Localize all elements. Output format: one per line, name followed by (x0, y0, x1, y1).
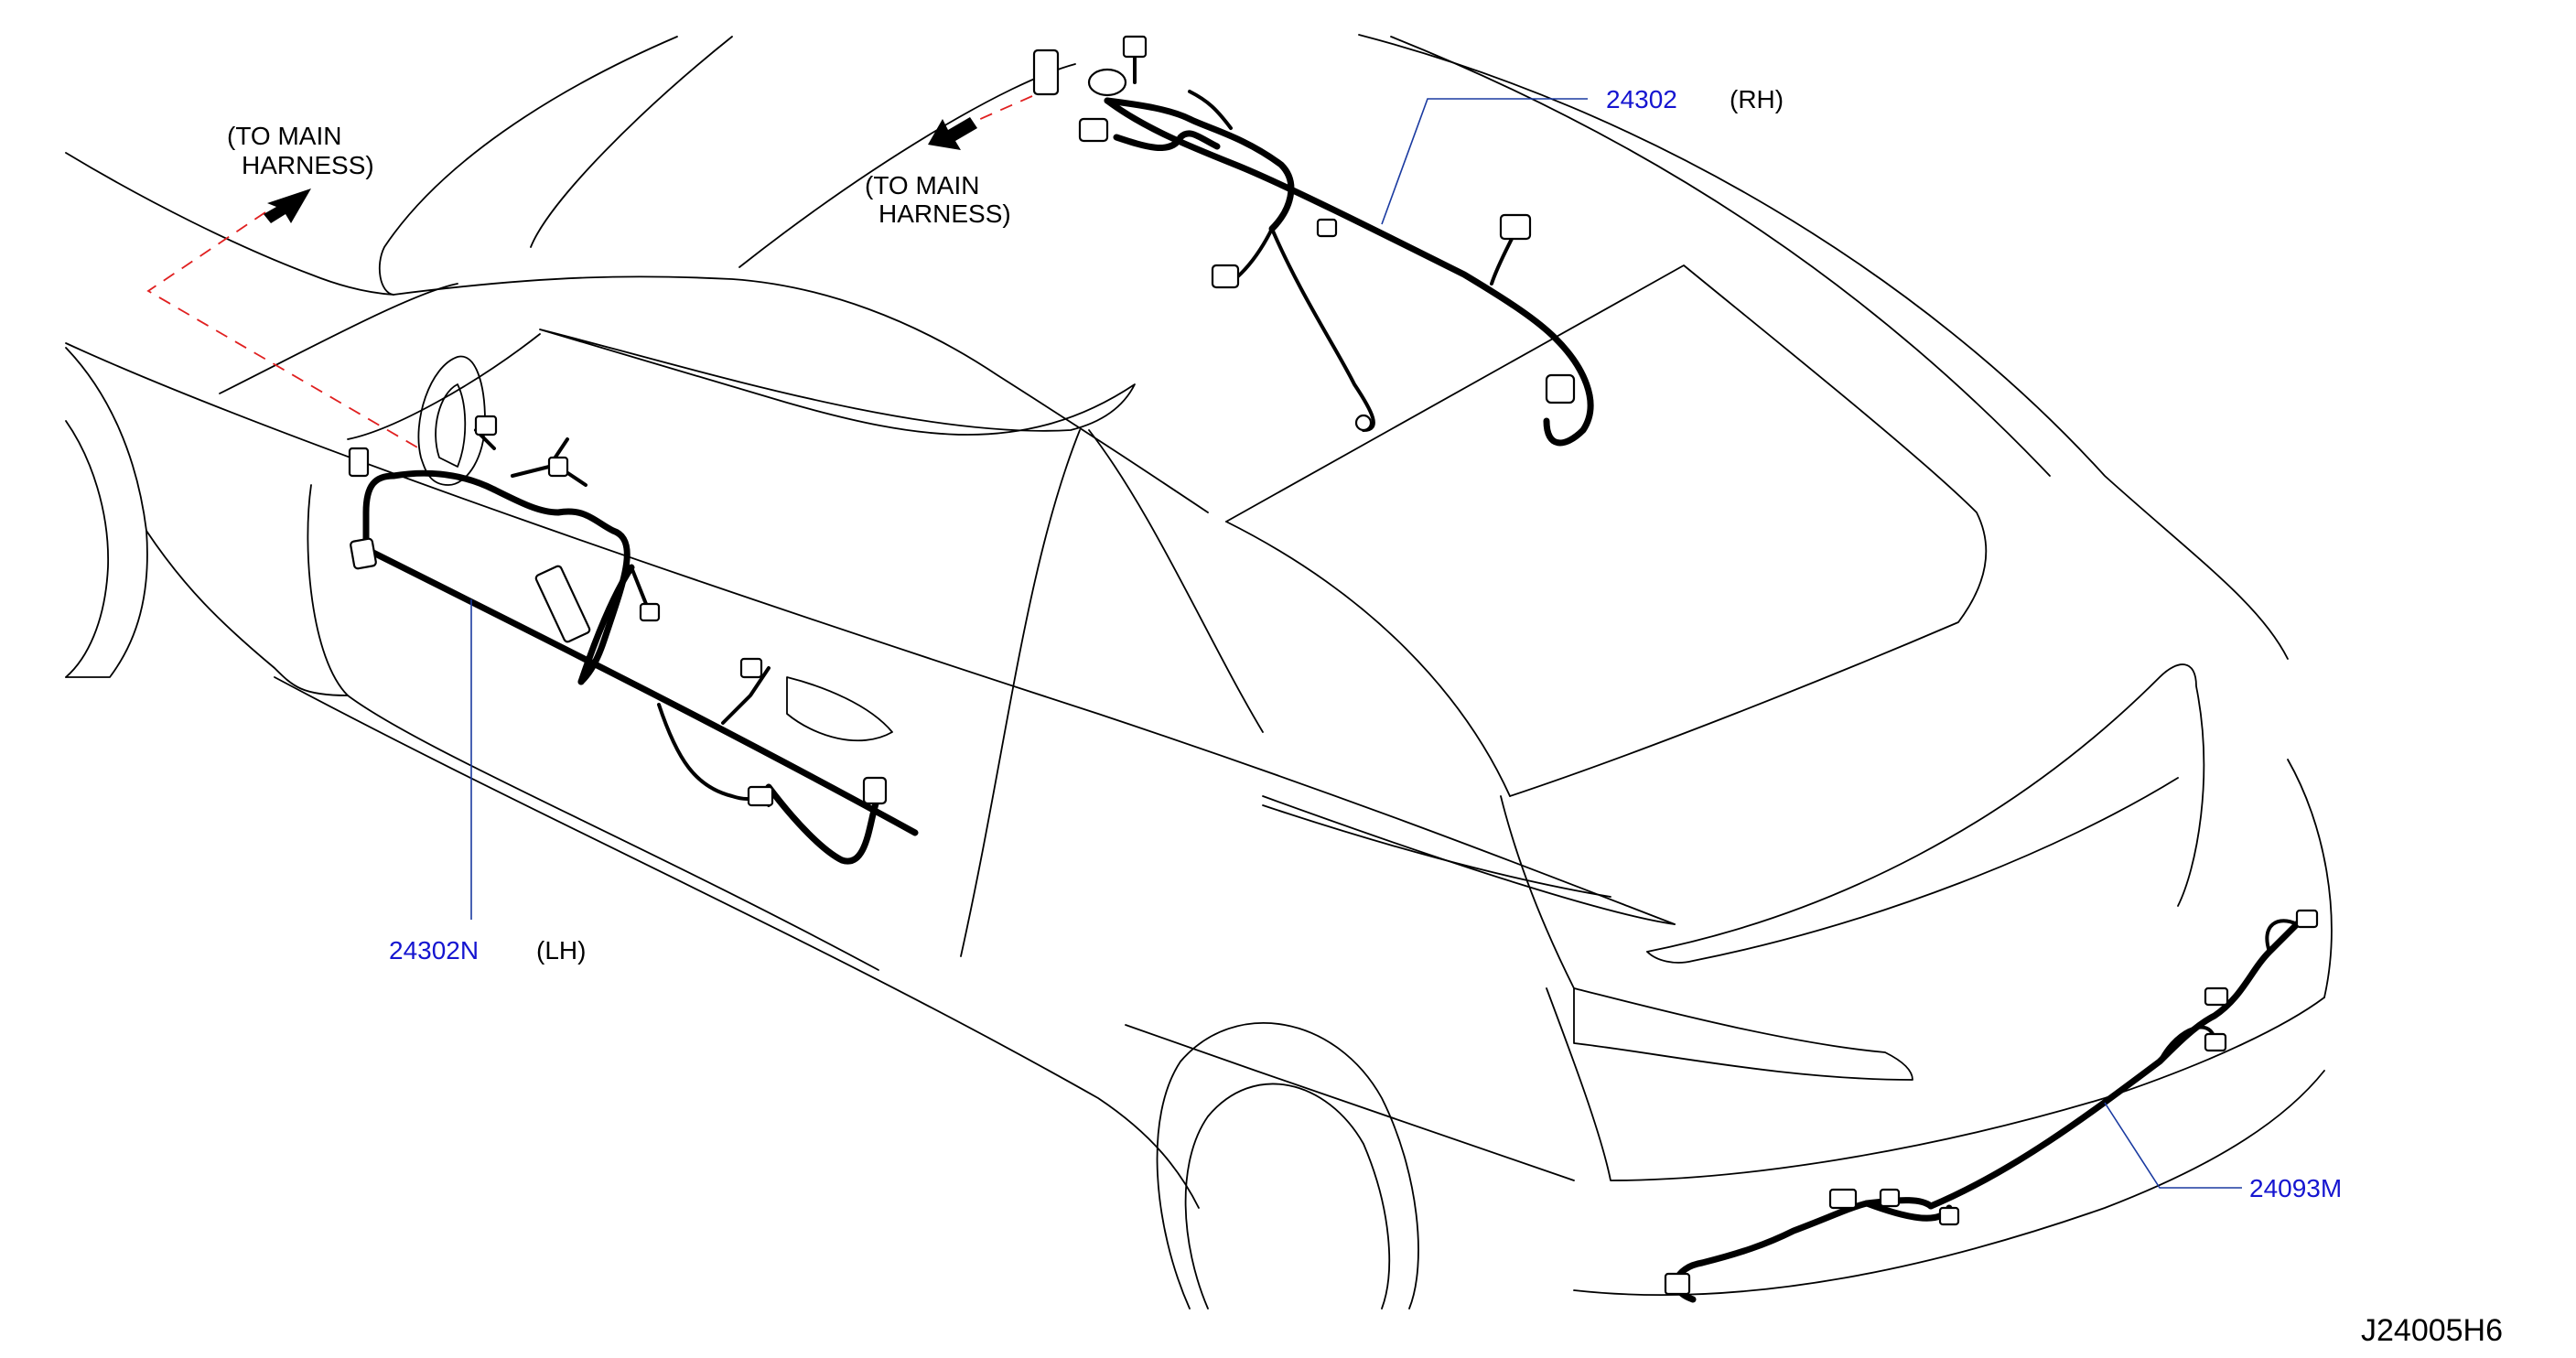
car-body-outline (65, 34, 2333, 1310)
note-left-line2: HARNESS) (242, 151, 374, 179)
left-main-harness-link (146, 211, 420, 449)
harness-24093M-rear (1664, 909, 2319, 1303)
right-main-harness-link (969, 95, 1033, 124)
part-number-24093M: 24093M (2249, 1174, 2342, 1202)
note-left-line1: (TO MAIN (227, 122, 341, 150)
note-right-line2: HARNESS) (878, 199, 1011, 228)
right-arrow-icon (928, 117, 977, 150)
reference-code: J24005H6 (2361, 1313, 2503, 1348)
note-to-main-harness-left: (TO MAIN HARNESS) (227, 122, 374, 179)
part-number-24302: 24302 (1606, 85, 1677, 113)
part-side-rh: (RH) (1730, 85, 1784, 113)
part-side-lh: (LH) (536, 936, 586, 965)
harness-24302-rh (1032, 35, 1594, 447)
harness-24302N-lh (348, 415, 919, 865)
leader-24093M (2104, 1102, 2242, 1189)
leader-24302 (1381, 98, 1588, 225)
left-arrow-icon (264, 189, 311, 223)
part-number-24302N: 24302N (389, 936, 479, 965)
note-to-main-harness-right: (TO MAIN HARNESS) (865, 171, 1011, 228)
side-mirror (417, 355, 486, 486)
note-right-line1: (TO MAIN (865, 171, 979, 199)
